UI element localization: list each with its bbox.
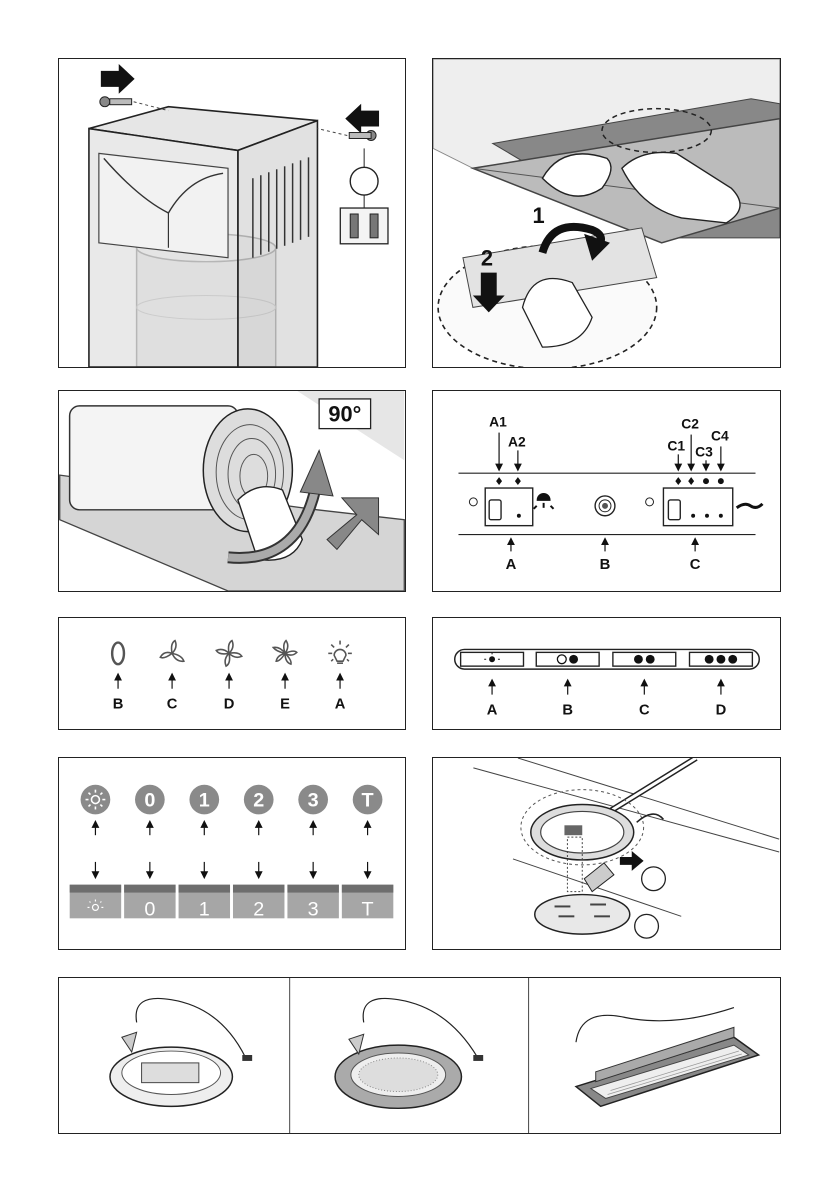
- svg-text:C2: C2: [681, 416, 699, 432]
- svg-text:E: E: [280, 696, 290, 712]
- panel-lamp-removal: [432, 757, 781, 950]
- panel-chimney-screws: [58, 58, 406, 368]
- round-button-t: [352, 784, 383, 815]
- panel-keypad: 0 1 2 3 T: [58, 757, 406, 950]
- svg-text:90°: 90°: [328, 402, 361, 427]
- fan-wave-icon: [735, 502, 764, 510]
- light-round-button: [80, 784, 111, 815]
- svg-text:2: 2: [481, 246, 493, 271]
- hand-icon: [621, 151, 741, 224]
- chimney-illustration: [88, 63, 389, 367]
- light-bulb-icon: [328, 640, 352, 664]
- svg-text:2: 2: [253, 789, 264, 811]
- light-icon: [87, 899, 104, 911]
- arrow-right-icon: [100, 63, 135, 94]
- svg-text:A: A: [487, 702, 498, 718]
- light-icon: [533, 492, 555, 510]
- panel-control-abc: A1 A2 C2 C1 C3 C4: [432, 390, 781, 592]
- round-button-3: [298, 784, 328, 815]
- fan-5-blade-icon: [271, 639, 298, 666]
- indicator-led-a: [468, 497, 478, 507]
- button-c: [612, 651, 677, 667]
- svg-text:A2: A2: [508, 433, 526, 449]
- light-icon: [85, 789, 106, 810]
- angle-box: [318, 398, 372, 430]
- svg-text:C: C: [690, 557, 701, 573]
- lamp-type-3: [574, 1007, 761, 1108]
- screw-right-icon: [348, 130, 377, 141]
- button-strip: [453, 648, 760, 670]
- svg-text:T: T: [362, 789, 374, 811]
- push-arrow-icon: [326, 497, 380, 551]
- lamp-type-2: [334, 997, 484, 1110]
- svg-text:C: C: [167, 696, 178, 712]
- panel-symbol-legend: B C D E A: [58, 617, 406, 730]
- button-b: [535, 651, 600, 667]
- lamp-lens: [534, 893, 631, 935]
- lamp-type-1: [109, 997, 253, 1108]
- svg-text:B: B: [113, 696, 124, 712]
- panel-rotate-90: 90°: [58, 390, 406, 592]
- arrow-right-icon: [619, 851, 644, 871]
- svg-text:3: 3: [308, 898, 319, 920]
- svg-text:A: A: [335, 696, 346, 712]
- callout-circle: [349, 166, 379, 196]
- svg-text:1: 1: [199, 898, 210, 920]
- callout-circle-bottom: [634, 913, 660, 939]
- svg-text:B: B: [562, 702, 573, 718]
- panel-lamp-types: [58, 977, 781, 1134]
- round-button-1: [189, 784, 220, 815]
- svg-text:C3: C3: [695, 443, 713, 459]
- round-button-0: [135, 784, 165, 815]
- svg-text:D: D: [716, 702, 727, 718]
- arrow-left-icon: [345, 103, 380, 134]
- speed-2-icon: [634, 654, 655, 664]
- svg-text:1: 1: [199, 789, 210, 811]
- callout-circle-top: [640, 866, 667, 892]
- ring-icon: [110, 641, 126, 666]
- svg-text:3: 3: [308, 789, 319, 811]
- svg-text:T: T: [362, 898, 374, 920]
- speed-1-icon: [556, 654, 579, 665]
- curved-arrow-icon: [584, 233, 610, 261]
- screws-detail-box: [339, 207, 389, 245]
- light-icon: [484, 652, 500, 663]
- panel-button-strip: A B C D: [432, 617, 781, 730]
- svg-text:D: D: [224, 696, 235, 712]
- svg-text:B: B: [600, 557, 611, 573]
- rotate-arrow-icon: [299, 449, 334, 497]
- round-button-2: [243, 784, 274, 815]
- svg-text:2: 2: [253, 898, 264, 920]
- fan-4-blade-icon: [215, 639, 243, 668]
- svg-text:1: 1: [532, 203, 544, 228]
- svg-text:A1: A1: [489, 414, 507, 430]
- speed-3-icon: [704, 654, 738, 664]
- curved-arrow-icon: [636, 813, 665, 823]
- panel-filter-removal: 1 2: [432, 58, 781, 368]
- indicator-led-c: [645, 497, 655, 507]
- svg-text:A: A: [506, 557, 517, 573]
- fan-3-blade-icon: [159, 639, 185, 663]
- svg-text:C4: C4: [711, 428, 729, 444]
- arrow-down-icon: [472, 272, 505, 313]
- screw-left-icon: [99, 96, 133, 108]
- svg-text:C1: C1: [667, 437, 685, 453]
- svg-text:0: 0: [144, 789, 155, 811]
- svg-text:0: 0: [144, 898, 155, 920]
- svg-text:C: C: [639, 702, 650, 718]
